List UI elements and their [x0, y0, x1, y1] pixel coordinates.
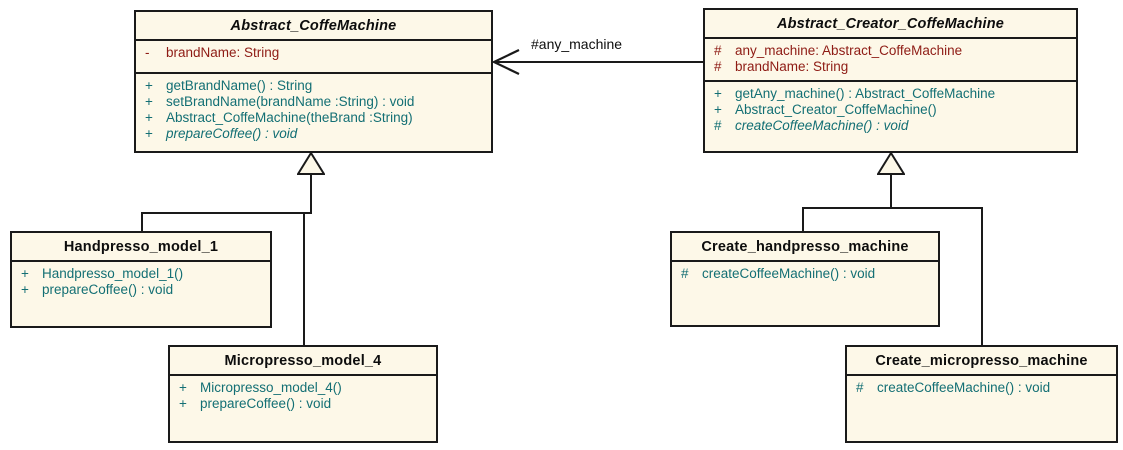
method-signature: prepareCoffee() : void [200, 396, 332, 411]
visibility-marker: # [714, 118, 722, 133]
class-title-create-micropresso-machine: Create_micropresso_machine [875, 353, 1088, 369]
generalization-drop-create-micropresso [981, 207, 983, 345]
methods-compartment-micropresso-model-4: + Micropresso_model_4() + prepareCoffee(… [170, 374, 436, 441]
visibility-marker: + [714, 86, 722, 101]
method-signature: prepareCoffee() : void [166, 126, 298, 141]
visibility-marker: # [856, 380, 864, 395]
method-signature: prepareCoffee() : void [42, 282, 174, 297]
generalization-bus-left [141, 212, 312, 214]
attribute-row: # any_machine: Abstract_CoffeMachine [705, 43, 1076, 59]
generalization-drop-create-handpresso [802, 207, 804, 232]
method-row: + Handpresso_model_1() [12, 266, 270, 282]
method-row: + getBrandName() : String [136, 78, 491, 94]
visibility-marker: # [714, 43, 722, 58]
method-row: # createCoffeeMachine() : void [672, 266, 938, 282]
visibility-marker: + [145, 110, 153, 125]
attribute-signature: brandName: String [166, 45, 280, 60]
class-abstract-creator-coffemachine[interactable]: Abstract_Creator_CoffeMachine # any_mach… [703, 8, 1078, 153]
method-signature: Abstract_Creator_CoffeMachine() [735, 102, 937, 117]
method-row: + Micropresso_model_4() [170, 380, 436, 396]
method-signature: createCoffeeMachine() : void [735, 118, 909, 133]
method-signature: Handpresso_model_1() [42, 266, 184, 281]
visibility-marker: # [714, 59, 722, 74]
methods-compartment-create-micropresso-machine: # createCoffeeMachine() : void [847, 374, 1116, 441]
method-row: + prepareCoffee() : void [170, 396, 436, 412]
methods-compartment-handpresso-model-1: + Handpresso_model_1() + prepareCoffee()… [12, 260, 270, 326]
class-title-abstract-creator-coffemachine: Abstract_Creator_CoffeMachine [776, 16, 1005, 32]
method-signature: createCoffeeMachine() : void [877, 380, 1051, 395]
association-open-arrowhead-icon [491, 49, 520, 75]
method-row: # createCoffeeMachine() : void [705, 118, 1076, 134]
visibility-marker: + [179, 380, 187, 395]
visibility-marker: + [145, 126, 153, 141]
class-create-micropresso-machine[interactable]: Create_micropresso_machine # createCoffe… [845, 345, 1118, 443]
method-signature: Micropresso_model_4() [200, 380, 342, 395]
generalization-stem-right [890, 173, 892, 209]
association-label-any-machine: #any_machine [531, 36, 623, 52]
class-micropresso-model-4[interactable]: Micropresso_model_4 + Micropresso_model_… [168, 345, 438, 443]
method-row: + setBrandName(brandName :String) : void [136, 94, 491, 110]
generalization-drop-micropresso [303, 212, 305, 345]
method-row: + Abstract_CoffeMachine(theBrand :String… [136, 110, 491, 126]
visibility-marker: + [179, 396, 187, 411]
class-title-create-handpresso-machine: Create_handpresso_machine [701, 239, 909, 255]
visibility-marker: - [145, 45, 150, 60]
attributes-compartment-abstract-creator-coffemachine: # any_machine: Abstract_CoffeMachine # b… [705, 37, 1076, 80]
methods-compartment-abstract-coffemachine: + getBrandName() : String + setBrandName… [136, 72, 491, 151]
attribute-row: # brandName: String [705, 59, 1076, 75]
class-create-handpresso-machine[interactable]: Create_handpresso_machine # createCoffee… [670, 231, 940, 327]
class-title-micropresso-model-4: Micropresso_model_4 [224, 353, 382, 369]
class-title-abstract-coffemachine: Abstract_CoffeMachine [230, 18, 397, 34]
method-signature: createCoffeeMachine() : void [702, 266, 876, 281]
visibility-marker: + [21, 266, 29, 281]
visibility-marker: + [714, 102, 722, 117]
generalization-drop-handpresso [141, 212, 143, 233]
visibility-marker: # [681, 266, 689, 281]
methods-compartment-create-handpresso-machine: # createCoffeeMachine() : void [672, 260, 938, 325]
method-row: + prepareCoffee() : void [136, 126, 491, 142]
visibility-marker: + [21, 282, 29, 297]
method-row: # createCoffeeMachine() : void [847, 380, 1116, 396]
association-line-any-machine [495, 61, 704, 63]
method-signature: Abstract_CoffeMachine(theBrand :String) [166, 110, 413, 125]
method-row: + getAny_machine() : Abstract_CoffeMachi… [705, 86, 1076, 102]
method-signature: getBrandName() : String [166, 78, 313, 93]
class-abstract-coffemachine[interactable]: Abstract_CoffeMachine - brandName: Strin… [134, 10, 493, 153]
generalization-stem-left [310, 173, 312, 214]
method-row: + Abstract_Creator_CoffeMachine() [705, 102, 1076, 118]
method-signature: setBrandName(brandName :String) : void [166, 94, 415, 109]
attribute-row: - brandName: String [136, 45, 491, 61]
attribute-signature: brandName: String [735, 59, 849, 74]
attribute-signature: any_machine: Abstract_CoffeMachine [735, 43, 963, 58]
methods-compartment-abstract-creator-coffemachine: + getAny_machine() : Abstract_CoffeMachi… [705, 80, 1076, 151]
method-signature: getAny_machine() : Abstract_CoffeMachine [735, 86, 996, 101]
attributes-compartment-abstract-coffemachine: - brandName: String [136, 39, 491, 72]
class-title-handpresso-model-1: Handpresso_model_1 [63, 239, 219, 255]
generalization-bus-right [802, 207, 983, 209]
visibility-marker: + [145, 78, 153, 93]
method-row: + prepareCoffee() : void [12, 282, 270, 298]
class-handpresso-model-1[interactable]: Handpresso_model_1 + Handpresso_model_1(… [10, 231, 272, 328]
visibility-marker: + [145, 94, 153, 109]
